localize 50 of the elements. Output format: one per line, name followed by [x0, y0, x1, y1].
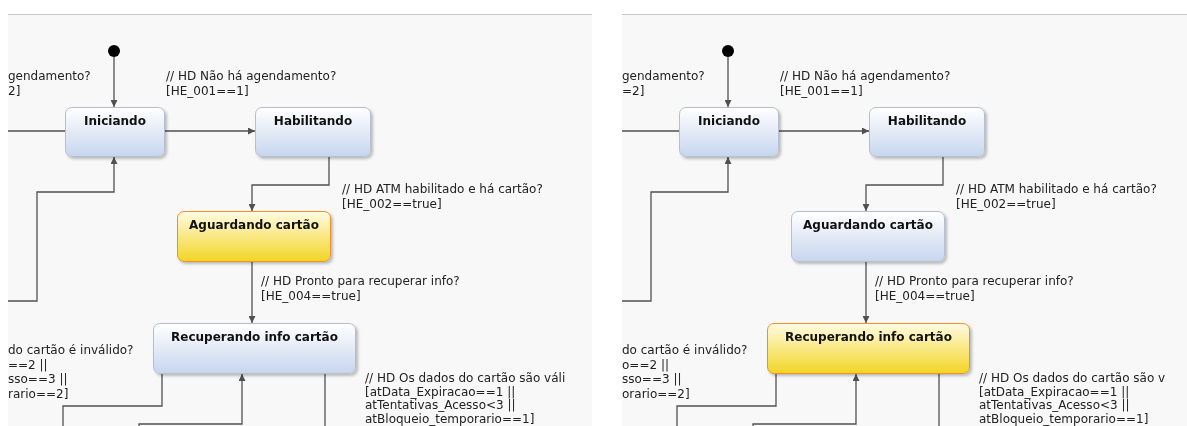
edge-label: // HD Pronto para recuperar info? [HE_004==true]	[875, 274, 1074, 304]
edge-label: do cartão é inválido? ==2 || sso==3 || rario==2]	[8, 343, 134, 401]
state-box	[869, 107, 985, 157]
connector-line	[62, 373, 163, 426]
initial-state-dot	[108, 45, 120, 57]
edge-label: // HD ATM habilitado e há cartão? [HE_002==true]	[956, 182, 1157, 212]
diagram-panel	[622, 14, 1187, 426]
arrow	[110, 56, 118, 108]
edge-label: // HD Não há agendamento? [HE_001==1]	[166, 69, 337, 99]
arrow	[138, 373, 246, 426]
state-box	[679, 107, 779, 157]
state-name: Habilitando	[886, 114, 968, 128]
connector-line	[7, 130, 66, 132]
connector-line	[676, 373, 777, 426]
state-box	[255, 107, 371, 157]
active-state-box	[767, 323, 970, 374]
state-box	[65, 107, 165, 157]
arrow	[752, 373, 860, 426]
state-name: Iniciando	[697, 114, 761, 128]
diagram-panel	[8, 14, 592, 426]
initial-state-dot	[722, 45, 734, 57]
state-name: Recuperando info cartão	[170, 330, 339, 344]
edge-label: // HD Os dados do cartão são v [atData_Expiracao==1 || atTentativas_Acesso<3 || atBloqueio_temporario==1]	[979, 372, 1166, 426]
state-box	[791, 211, 945, 262]
arrow	[862, 261, 870, 324]
state-box	[153, 323, 356, 374]
state-name: Iniciando	[83, 114, 147, 128]
connector-line	[938, 373, 940, 426]
arrow	[248, 261, 256, 324]
edge-label: do cartão é inválido? o==2 || sso==3 || orario==2]	[622, 343, 748, 401]
arrow	[621, 156, 732, 302]
edge-label: gendamento? =2]	[622, 69, 705, 99]
arrow	[724, 56, 732, 108]
arrow	[7, 156, 118, 302]
arrow	[164, 127, 256, 135]
state-name: Aguardando cartão	[802, 218, 934, 232]
connector-line	[324, 373, 326, 426]
state-name: Habilitando	[272, 114, 354, 128]
edge-label: // HD Pronto para recuperar info? [HE_004==true]	[261, 274, 460, 304]
arrow	[778, 127, 870, 135]
edge-label: gendamento? 2]	[8, 69, 91, 99]
connector-line	[621, 130, 680, 132]
edge-label: // HD ATM habilitado e há cartão? [HE_002==true]	[342, 182, 543, 212]
edge-label: // HD Os dados do cartão são váli [atData_Expiracao==1 || atTentativas_Acesso<3 || atBloqueio_temporario==1]	[365, 372, 566, 426]
arrow	[248, 156, 330, 212]
state-name: Aguardando cartão	[188, 218, 320, 232]
edge-label: // HD Não há agendamento? [HE_001==1]	[780, 69, 951, 99]
arrow	[862, 156, 944, 212]
state-name: Recuperando info cartão	[784, 330, 953, 344]
active-state-box	[177, 211, 331, 262]
